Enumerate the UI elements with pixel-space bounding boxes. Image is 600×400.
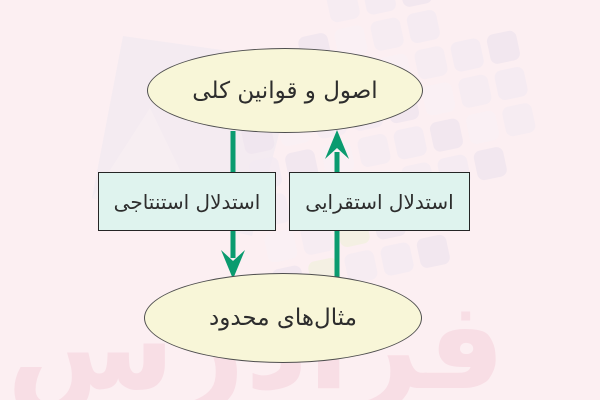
box-inductive-reasoning-label: استدلال استقرایی xyxy=(305,189,454,214)
arrowhead-up-icon xyxy=(325,130,349,159)
node-limited-examples-label: مثال‌های محدود xyxy=(208,305,358,331)
box-deductive-reasoning: استدلال استنتاجی xyxy=(98,172,276,231)
node-general-principles: اصول و قوانین کلی xyxy=(147,48,423,133)
node-limited-examples: مثال‌های محدود xyxy=(144,273,422,363)
box-inductive-reasoning: استدلال استقرایی xyxy=(289,172,470,231)
node-general-principles-label: اصول و قوانین کلی xyxy=(192,77,378,104)
box-deductive-reasoning-label: استدلال استنتاجی xyxy=(113,189,261,214)
arrowhead-down-icon xyxy=(221,250,245,279)
